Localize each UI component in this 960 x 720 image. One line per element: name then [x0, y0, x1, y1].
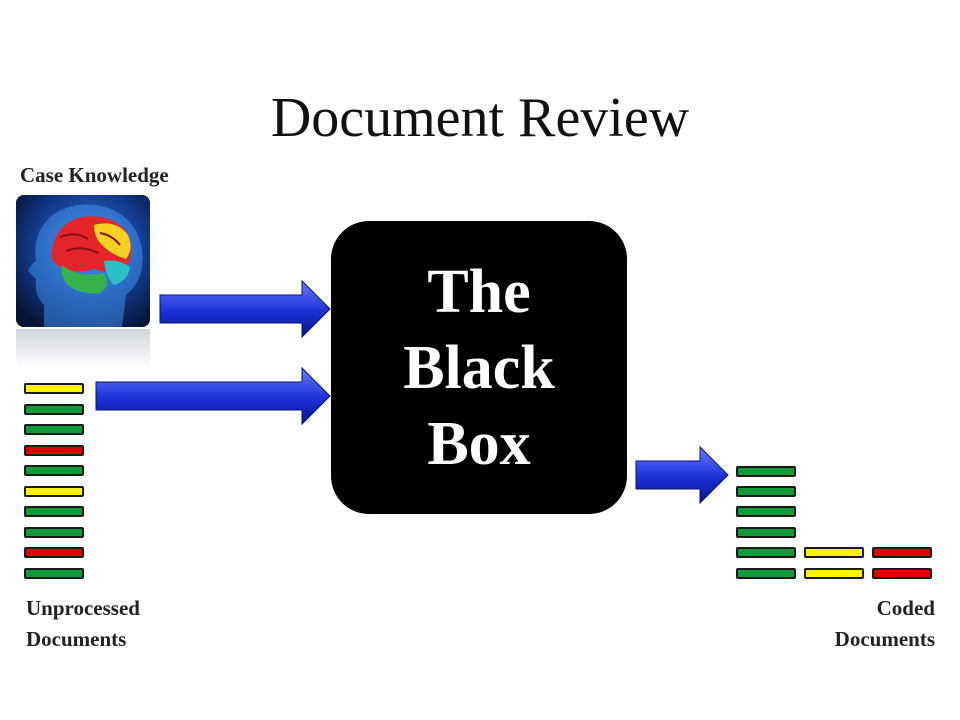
- brain-reflection: [16, 329, 150, 369]
- coded-green-doc-6: [736, 568, 796, 579]
- unprocessed-label-line1: Unprocessed: [26, 596, 140, 620]
- unprocessed-label-line2: Documents: [26, 627, 127, 651]
- coded-label-line1: Coded: [876, 596, 935, 620]
- unprocessed-doc-1: [24, 383, 84, 394]
- unprocessed-documents-label: Unprocessed Documents: [26, 593, 140, 655]
- coded-documents-label: Coded Documents: [835, 593, 935, 655]
- coded-label-line2: Documents: [834, 627, 935, 651]
- page-title: Document Review: [270, 87, 690, 149]
- black-box: The Black Box: [331, 221, 627, 514]
- unprocessed-doc-2: [24, 404, 84, 415]
- coded-green-doc-2: [736, 486, 796, 497]
- coded-green-doc-4: [736, 527, 796, 538]
- coded-yellow-doc-1: [804, 547, 864, 558]
- arrow-knowledge-to-box: [159, 279, 331, 339]
- unprocessed-doc-7: [24, 506, 84, 517]
- unprocessed-doc-10: [24, 568, 84, 579]
- coded-green-doc-5: [736, 547, 796, 558]
- unprocessed-doc-8: [24, 527, 84, 538]
- coded-red-doc-1: [872, 547, 932, 558]
- arrow-documents-to-box: [95, 366, 331, 426]
- black-box-line1: The: [427, 257, 531, 326]
- black-box-line2: Black: [403, 333, 555, 402]
- coded-yellow-doc-2: [804, 568, 864, 579]
- brain-image: [16, 195, 150, 327]
- unprocessed-doc-4: [24, 445, 84, 456]
- unprocessed-doc-6: [24, 486, 84, 497]
- brain-icon: [16, 195, 150, 327]
- unprocessed-doc-5: [24, 465, 84, 476]
- coded-red-doc-2: [872, 568, 932, 579]
- arrow-box-to-coded: [635, 445, 729, 505]
- unprocessed-doc-3: [24, 424, 84, 435]
- black-box-line3: Box: [427, 409, 531, 478]
- coded-green-doc-1: [736, 466, 796, 477]
- case-knowledge-label: Case Knowledge: [20, 163, 169, 187]
- unprocessed-doc-9: [24, 547, 84, 558]
- coded-green-doc-3: [736, 506, 796, 517]
